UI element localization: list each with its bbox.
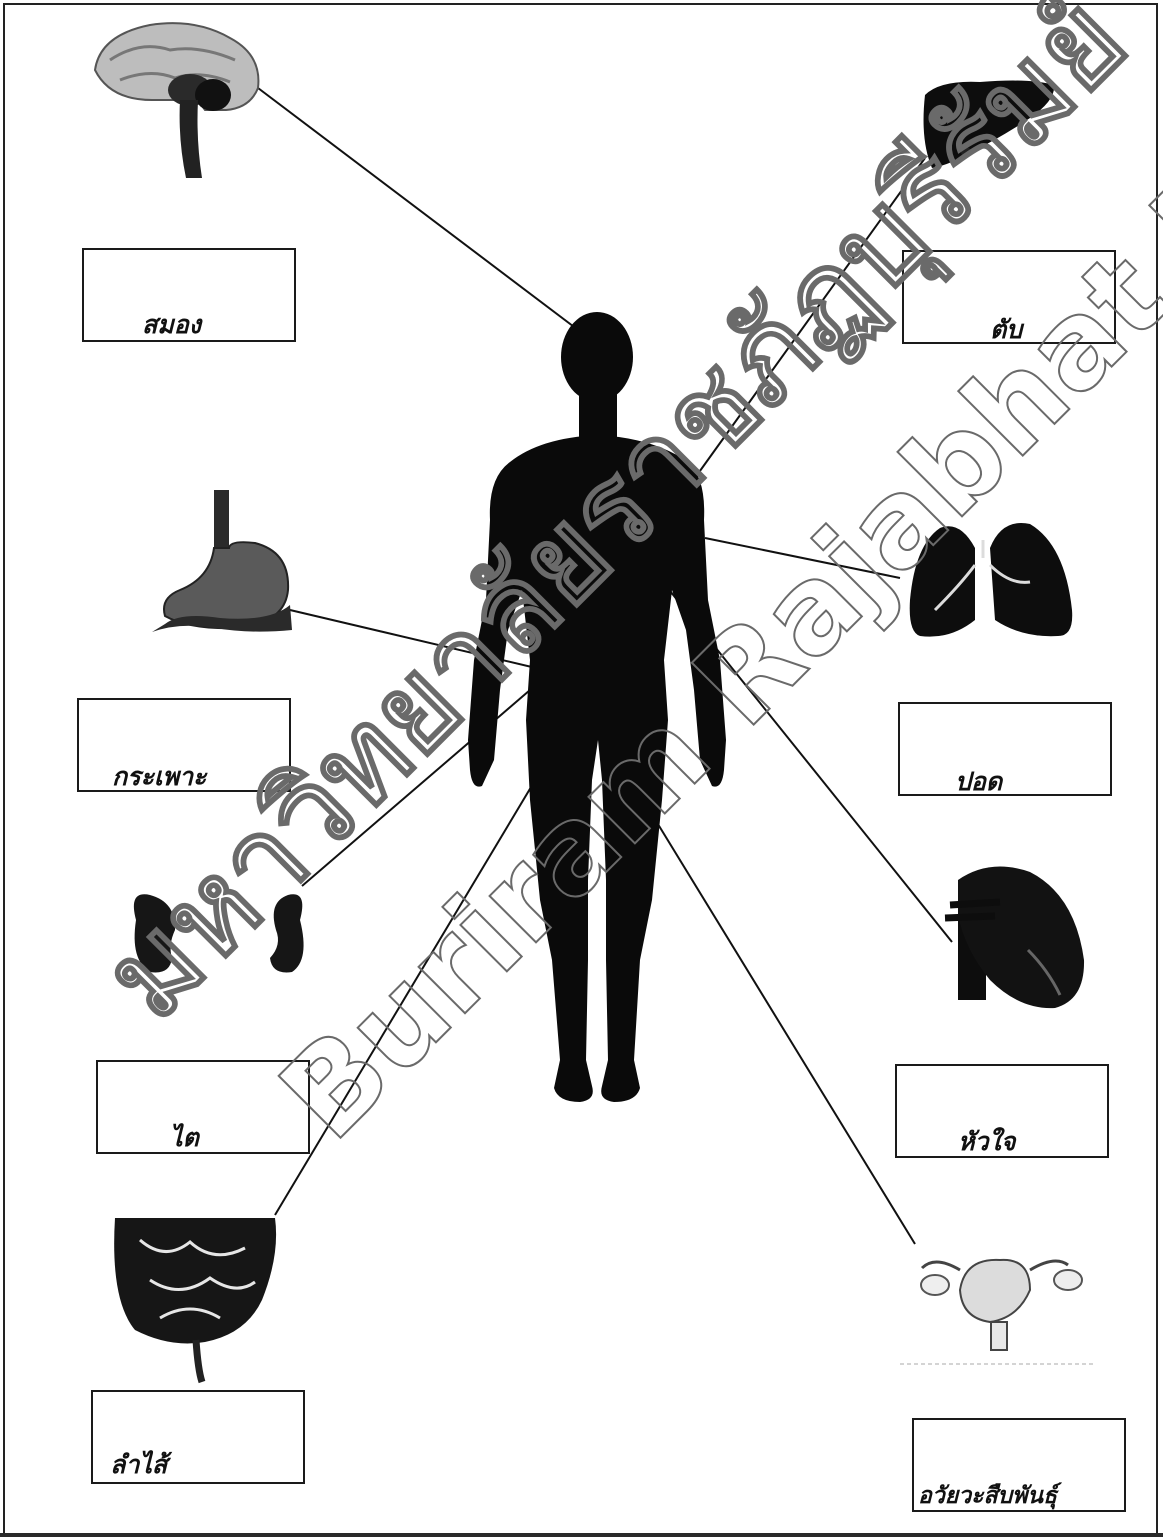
label-liver: ตับ xyxy=(990,310,1022,350)
connector-lungs xyxy=(705,538,900,578)
label-box-kidneys xyxy=(96,1060,310,1154)
heart-illustration xyxy=(945,867,1084,1009)
liver-illustration xyxy=(924,81,1055,168)
lungs-illustration xyxy=(910,523,1073,637)
reproductive-illustration xyxy=(900,1260,1095,1364)
intestine-illustration xyxy=(114,1218,276,1382)
label-lungs: ปอด xyxy=(955,762,1002,802)
connector-liver xyxy=(692,158,925,482)
label-kidneys: ไต xyxy=(170,1118,199,1158)
label-box-lungs xyxy=(898,702,1112,796)
label-intestine: ลำไส้ xyxy=(110,1445,167,1485)
connector-intestine xyxy=(275,742,558,1215)
label-brain: สมอง xyxy=(142,305,201,345)
connector-brain xyxy=(258,88,598,345)
label-stomach: กระเพาะ xyxy=(112,757,206,797)
human-silhouette xyxy=(468,312,726,1102)
stomach-illustration xyxy=(152,490,292,632)
brain-illustration xyxy=(95,23,258,178)
label-reproductive: อวัยวะสืบพันธุ์ xyxy=(918,1478,1057,1514)
kidneys-illustration xyxy=(134,894,304,972)
label-heart: หัวใจ xyxy=(958,1122,1015,1162)
